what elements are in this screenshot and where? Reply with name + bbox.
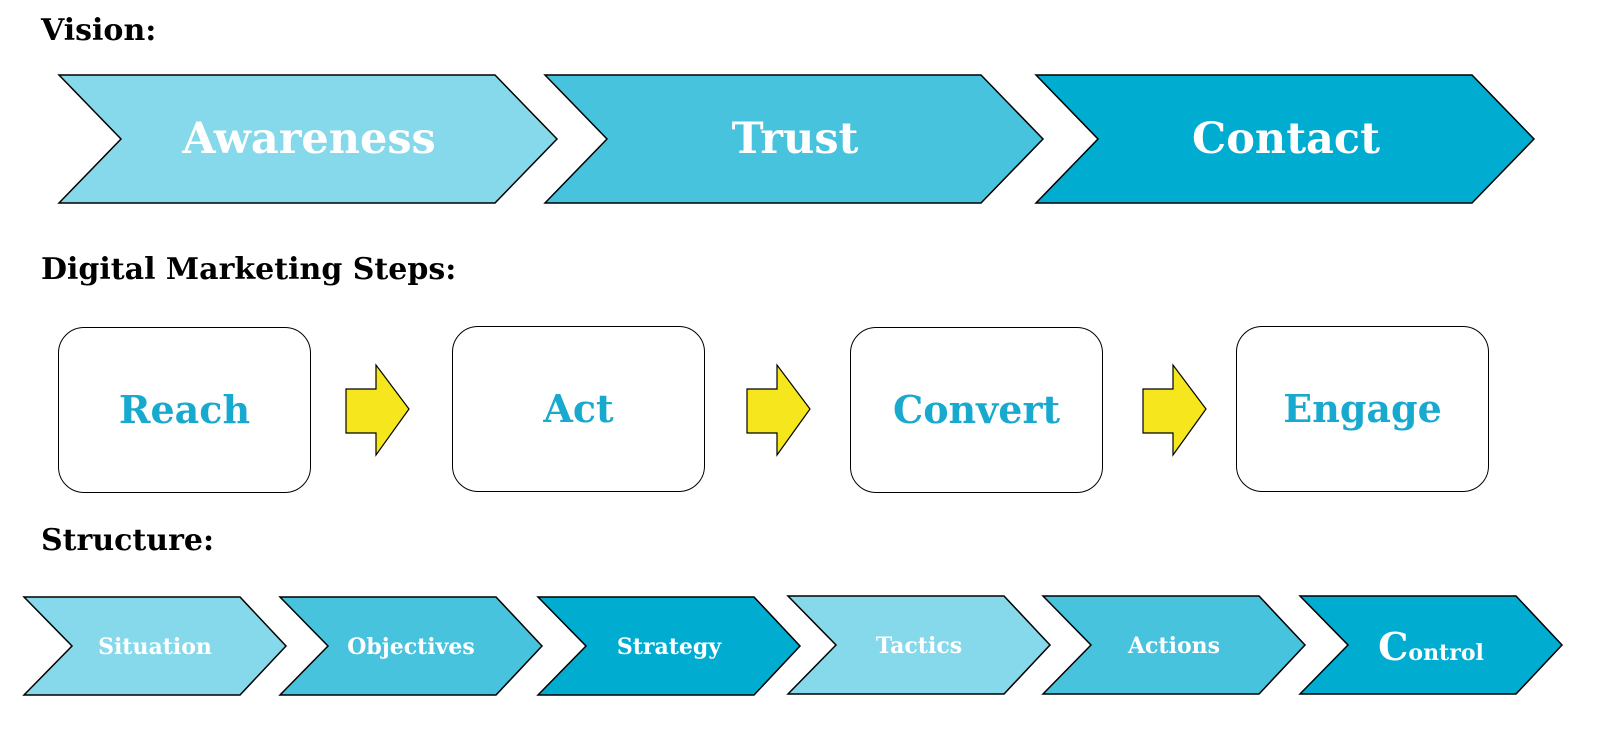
step-label: Engage: [1283, 386, 1442, 431]
structure-label: Actions: [1127, 633, 1221, 659]
vision-heading: Vision:: [41, 13, 157, 48]
vision-label: Awareness: [182, 114, 436, 164]
chevron-shape: [57, 74, 559, 204]
chevron-shape: [22, 596, 288, 696]
arrow-right-icon: [1142, 363, 1207, 457]
vision-label: Contact: [1192, 114, 1380, 164]
digital-marketing-steps-heading: Digital Marketing Steps:: [41, 252, 457, 287]
structure-label: Tactics: [875, 633, 963, 659]
step-label: Act: [543, 386, 614, 431]
step-box-reach: Reach: [58, 327, 311, 493]
step-box-act: Act: [452, 326, 705, 492]
chevron-shape: [1041, 595, 1307, 695]
chevron-shape: [786, 595, 1052, 695]
vision-label: Trust: [731, 114, 859, 164]
structure-label: Objectives: [347, 634, 475, 660]
chevron-shape: [1034, 74, 1536, 204]
chevron-shape: [278, 596, 544, 696]
step-box-engage: Engage: [1236, 326, 1489, 492]
structure-label: Control: [1378, 624, 1484, 669]
chevron-shape: [543, 74, 1045, 204]
arrow-right-icon: [345, 363, 410, 457]
chevron-shape: [536, 596, 802, 696]
arrow-right-icon: [746, 363, 811, 457]
step-label: Convert: [892, 387, 1061, 432]
structure-label: Strategy: [616, 634, 722, 660]
chevron-shape: [1298, 595, 1564, 695]
structure-heading: Structure:: [41, 523, 215, 558]
step-label: Reach: [118, 387, 251, 432]
step-box-convert: Convert: [850, 327, 1103, 493]
structure-label: Situation: [98, 634, 212, 660]
